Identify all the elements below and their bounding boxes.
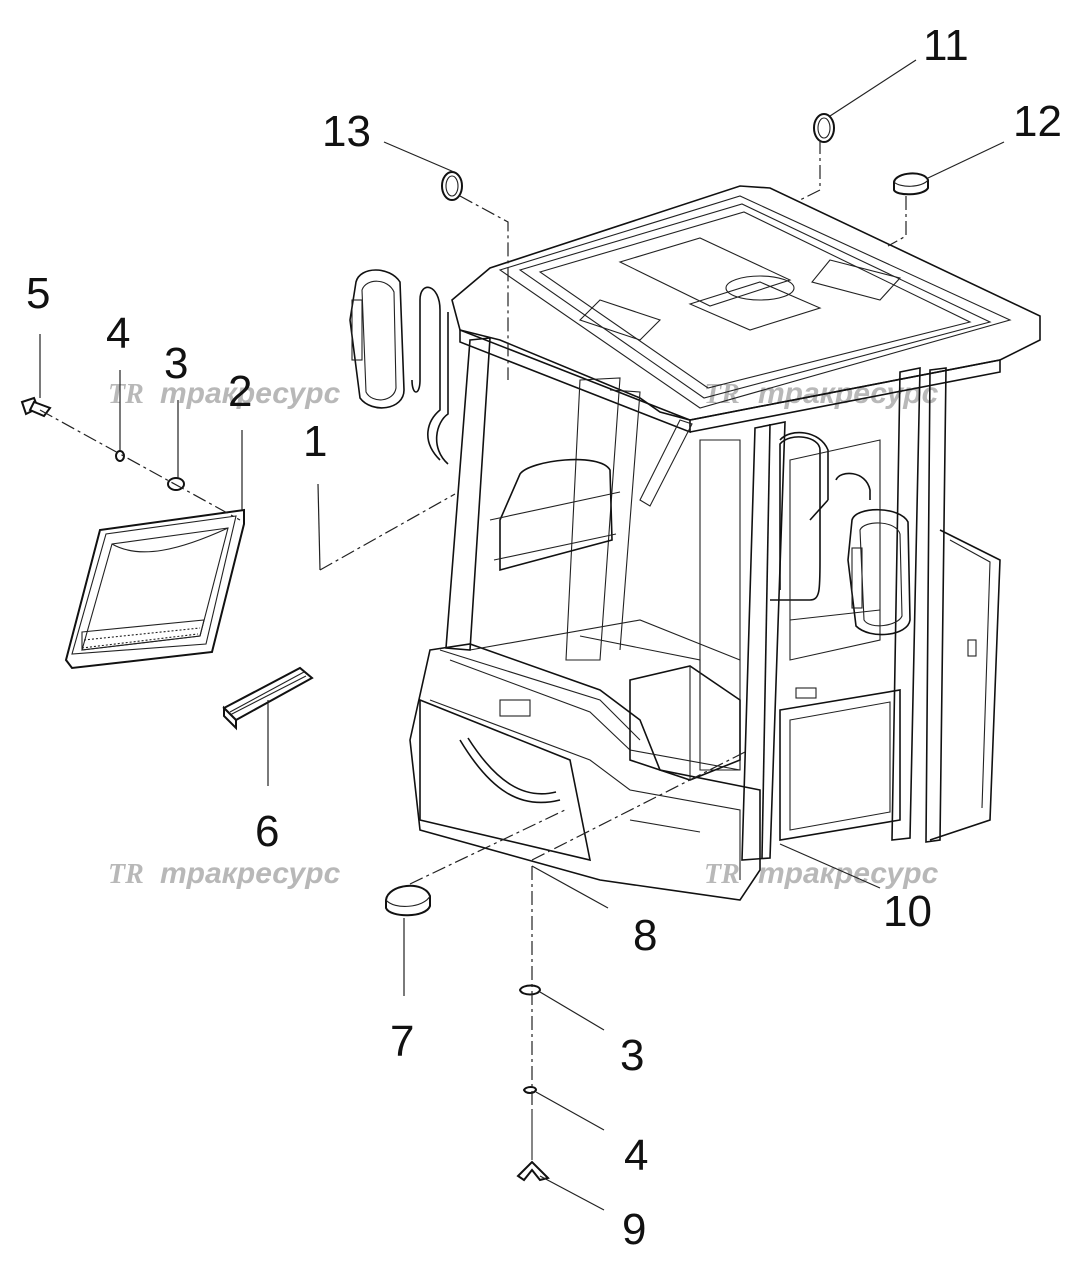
callout-7: 7 <box>390 1017 414 1066</box>
part-2-vent-cover <box>64 508 245 670</box>
callout-12: 12 <box>1013 97 1062 146</box>
callout-10: 10 <box>883 887 932 936</box>
watermark-bottom-left: TR тракресурс <box>108 857 341 890</box>
part-6-seal-strip <box>222 666 314 731</box>
watermark-text: тракресурс <box>160 377 341 410</box>
right-mirror <box>847 509 911 636</box>
callout-8: 8 <box>633 911 657 960</box>
watermark-top-right: TR тракресурс <box>704 377 939 410</box>
watermark-logo: TR <box>704 859 740 890</box>
part-9-wing-bolt <box>516 1110 550 1182</box>
watermark-text: тракресурс <box>758 377 939 410</box>
part-13-ring <box>441 171 463 201</box>
callout-3: 3 <box>164 339 188 388</box>
callout-13: 13 <box>322 107 371 156</box>
front-left-pillar <box>445 337 491 651</box>
callout-11: 11 <box>923 21 969 70</box>
watermark-top-left: TR тракресурс <box>108 377 341 410</box>
part-3-washer-lower <box>518 984 542 996</box>
left-mirror <box>349 269 405 409</box>
leader-lines <box>39 59 1005 1211</box>
assembly-axes <box>39 140 907 1110</box>
watermark-logo: TR <box>108 859 144 890</box>
callout-4: 4 <box>106 309 130 358</box>
watermark-text: тракресурс <box>160 857 341 890</box>
callout-6: 6 <box>255 807 279 856</box>
front-right-pillar <box>741 421 786 861</box>
callout-2: 2 <box>228 367 252 416</box>
left-handrail <box>411 286 441 461</box>
right-handrail <box>779 431 829 521</box>
callout-numbers: 1 2 3 4 5 6 7 8 9 10 11 12 13 3 4 <box>26 21 1062 1254</box>
callout-3-lower: 3 <box>620 1031 644 1080</box>
callout-9: 9 <box>622 1205 646 1254</box>
part-11-ring <box>813 113 835 143</box>
cab-assembly <box>409 185 1041 901</box>
part-7-cap <box>385 884 431 917</box>
callout-1: 1 <box>303 417 327 466</box>
cab-roof <box>451 185 1041 421</box>
callout-5: 5 <box>26 269 50 318</box>
part-12-plug <box>893 172 929 196</box>
watermark-logo: TR <box>108 379 144 410</box>
part-4-washer-lower <box>522 1086 538 1094</box>
callout-4-lower: 4 <box>624 1131 648 1180</box>
front-dashboard <box>409 643 761 901</box>
